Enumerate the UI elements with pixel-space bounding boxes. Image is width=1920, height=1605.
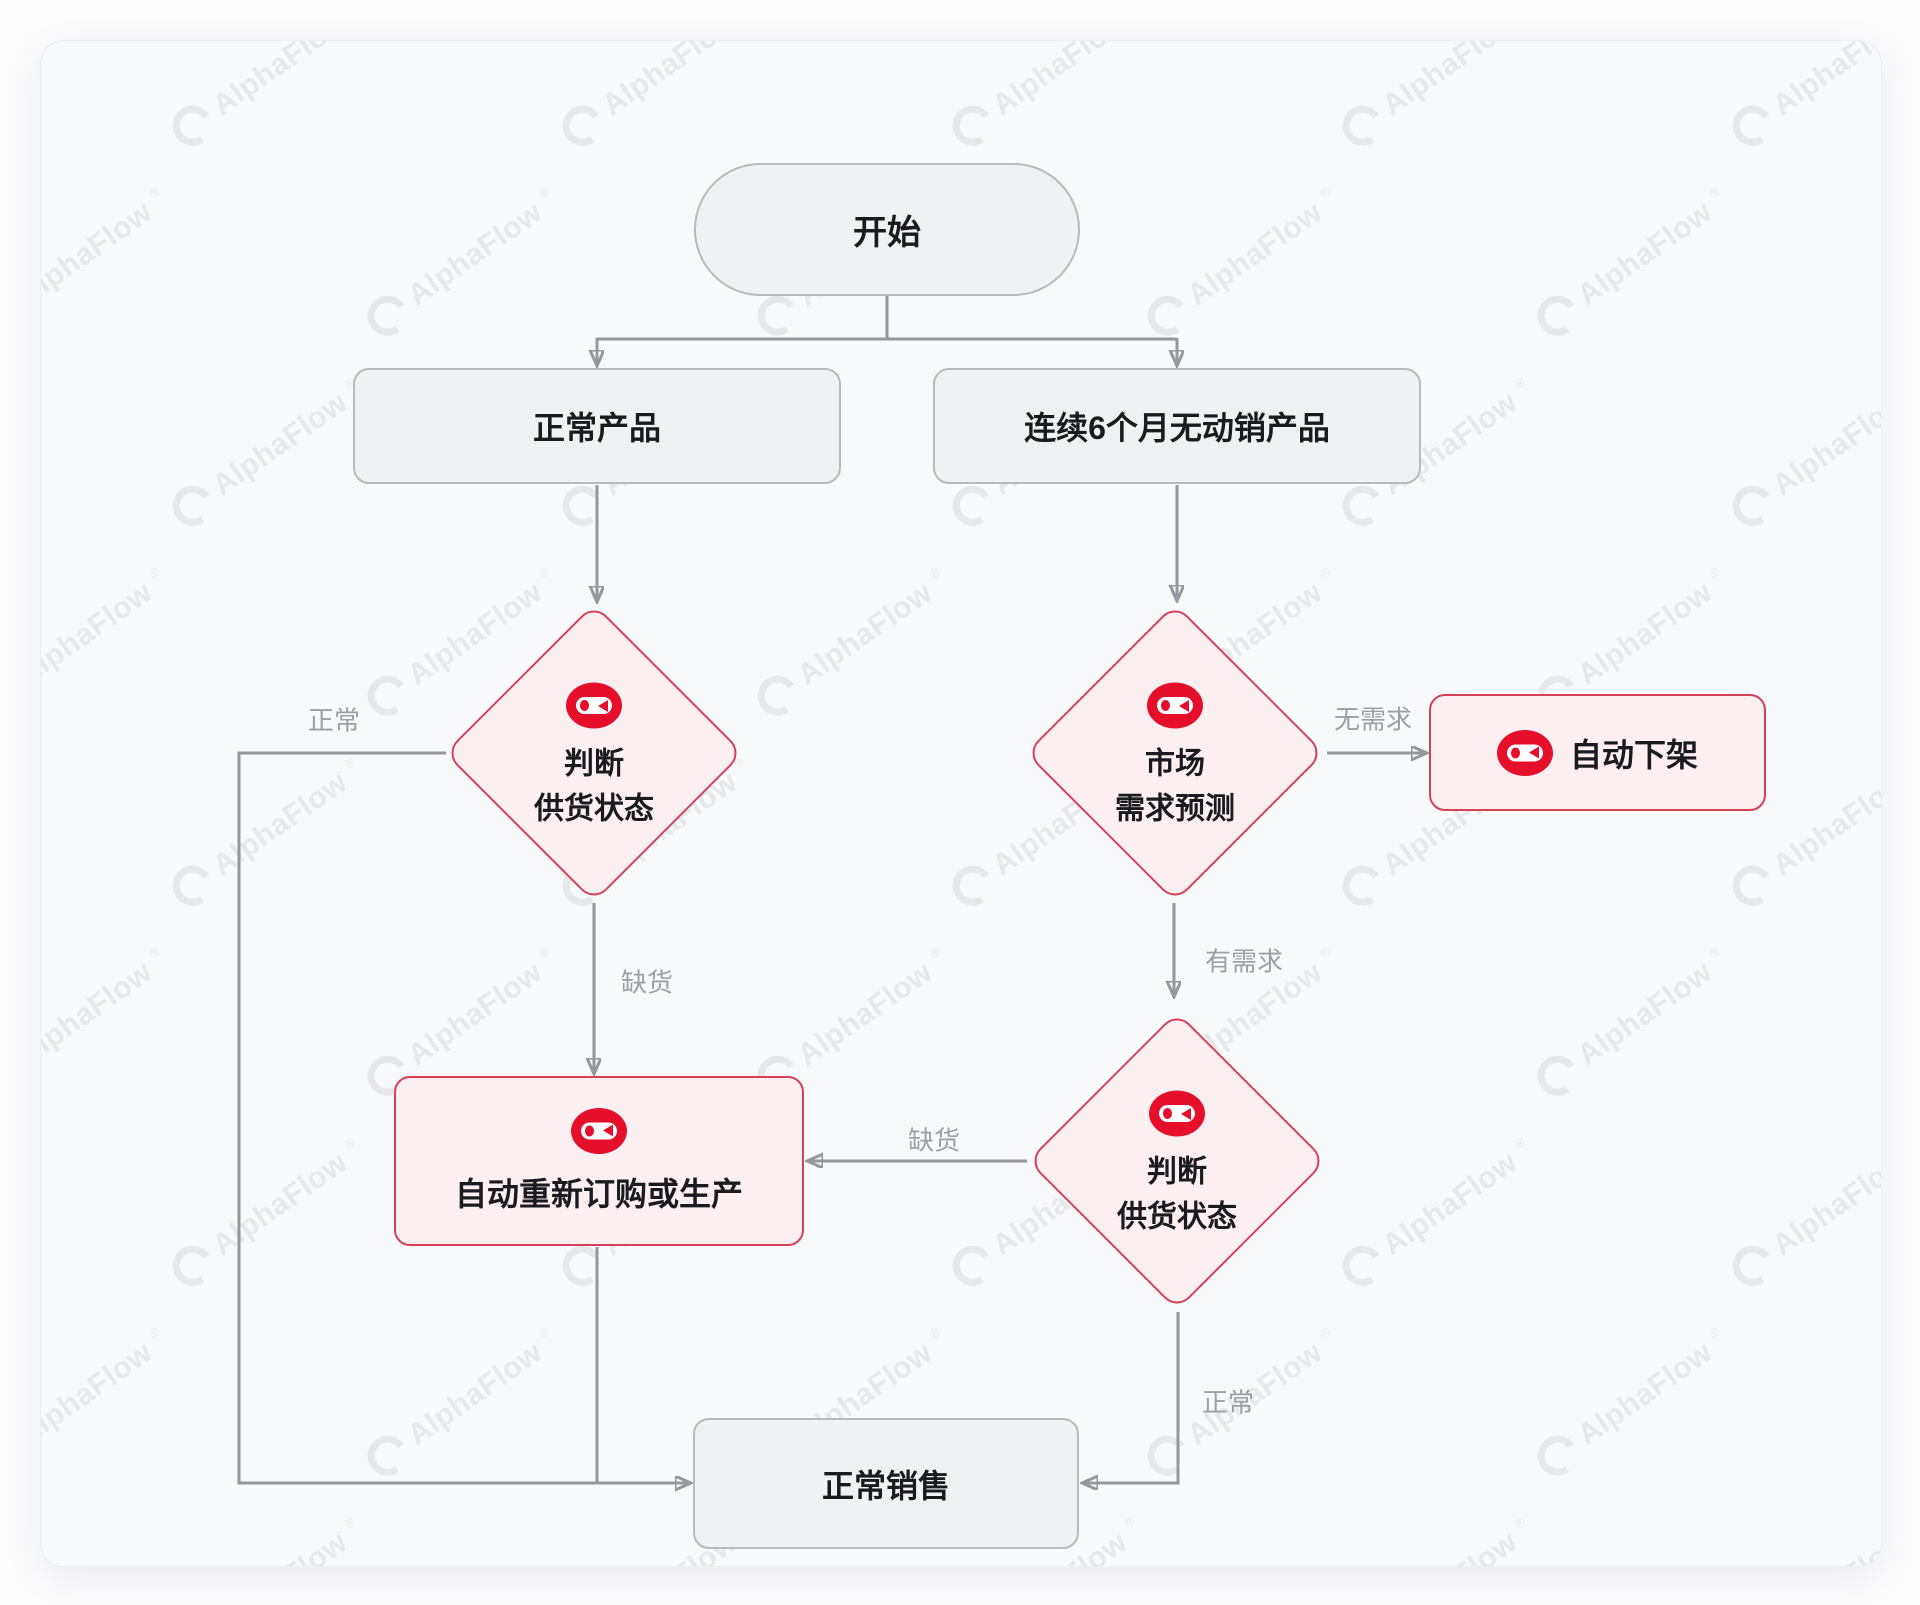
edge-label-shortage-right: 缺货 <box>907 1125 961 1156</box>
node-start[interactable]: 开始 <box>694 163 1080 296</box>
robot-icon <box>1149 1090 1205 1137</box>
node-no-sale-product-label: 连续6个月无动销产品 <box>1024 410 1330 446</box>
edge-judge-left-normal <box>237 751 690 1483</box>
flow-edges <box>237 296 1882 1567</box>
node-judge-supply-left-line2: 供货状态 <box>534 792 654 826</box>
node-normal-sale[interactable]: 正常销售 <box>693 1418 1079 1549</box>
edge-label-shortage-left: 缺货 <box>620 967 674 998</box>
edge-label-no-demand: 无需求 <box>1333 704 1413 735</box>
node-judge-supply-right-content: 判断 供货状态 <box>1117 1090 1237 1240</box>
node-normal-product[interactable]: 正常产品 <box>353 368 841 484</box>
node-no-sale-product[interactable]: 连续6个月无动销产品 <box>933 368 1421 484</box>
edge-label-normal-right: 正常 <box>1201 1387 1255 1418</box>
node-market-forecast-line2: 需求预测 <box>1115 792 1235 826</box>
robot-icon <box>1496 729 1553 776</box>
node-normal-sale-label: 正常销售 <box>821 1467 950 1504</box>
node-auto-delist-label: 自动下架 <box>1569 736 1698 773</box>
robot-icon <box>566 682 622 729</box>
node-judge-supply-right-line1: 判断 <box>1147 1155 1207 1189</box>
node-market-forecast-content: 市场 需求预测 <box>1115 682 1235 832</box>
node-start-label: 开始 <box>853 214 921 252</box>
edge-judge-right-normal <box>1083 1312 1180 1483</box>
robot-icon <box>1147 682 1203 729</box>
node-auto-reorder[interactable]: 自动重新订购或生产 <box>394 1076 804 1246</box>
node-judge-supply-left-line1: 判断 <box>564 747 624 781</box>
edge-label-normal-left: 正常 <box>307 705 361 736</box>
node-auto-reorder-label: 自动重新订购或生产 <box>454 1175 743 1212</box>
node-judge-supply-right-line2: 供货状态 <box>1117 1200 1237 1234</box>
node-market-forecast-line1: 市场 <box>1145 747 1205 781</box>
robot-icon <box>570 1107 627 1154</box>
node-normal-product-label: 正常产品 <box>532 410 661 446</box>
node-auto-delist[interactable]: 自动下架 <box>1429 694 1766 811</box>
edge-label-has-demand: 有需求 <box>1204 946 1284 977</box>
node-judge-supply-left-content: 判断 供货状态 <box>534 682 654 832</box>
diagram-card: AlphaFlow®AlphaFlow®AlphaFlow®AlphaFlow®… <box>40 40 1882 1567</box>
